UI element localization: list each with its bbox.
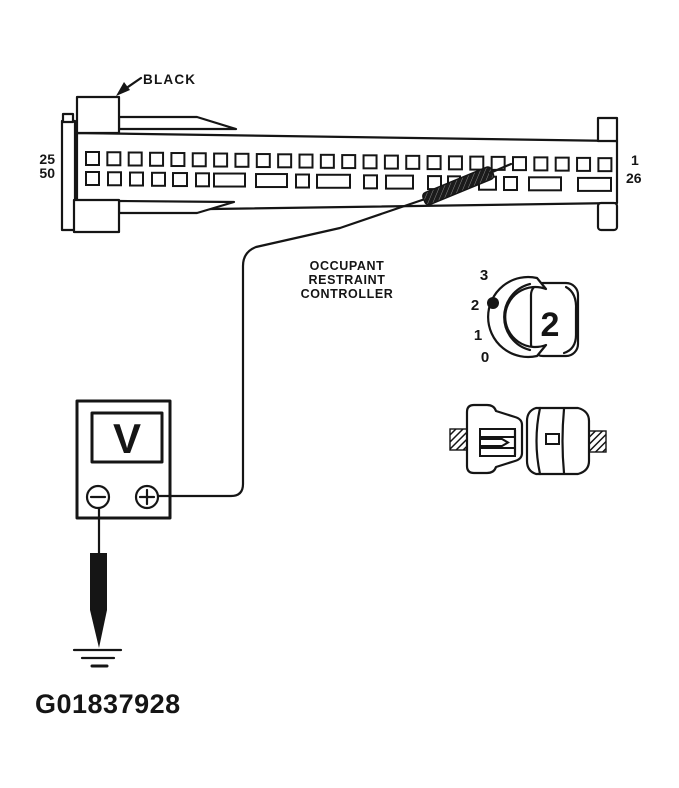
connector-left-plate-notch (61, 112, 75, 124)
pin-26-label: 26 (626, 170, 642, 186)
dial-scale-ring (487, 275, 548, 359)
connector-pin (191, 152, 207, 168)
connector-pin (316, 173, 351, 189)
connector-bottom-right-tab (596, 201, 619, 232)
connector-pin (277, 153, 293, 169)
connector-pin (255, 153, 271, 169)
connector-pin (554, 156, 570, 172)
connector-pin (85, 151, 100, 166)
inline-connector (449, 403, 607, 476)
ground-probe-icon (90, 553, 107, 648)
inline-connector-seam-1 (535, 406, 542, 476)
orc-connector (60, 95, 619, 234)
connector-pin (149, 151, 165, 167)
probe-tip (488, 162, 513, 175)
dial-scale-1: 1 (474, 327, 482, 344)
connector-pin (295, 173, 310, 189)
connector-bottom-latch (117, 199, 236, 215)
connector-pin (512, 156, 527, 172)
controller-caption-line1: OCCUPANT (310, 259, 385, 273)
connector-pin (341, 154, 357, 170)
connector-pin (213, 172, 246, 188)
ground-lead (72, 506, 123, 668)
dial-knob-edge (562, 285, 578, 355)
connector-pin (151, 171, 166, 187)
connector-pin (85, 171, 100, 186)
connector-pin (528, 176, 562, 192)
voltmeter: V (75, 399, 172, 520)
connector-pin (172, 172, 188, 188)
connector-pin (385, 174, 414, 190)
voltmeter-display-value: V (113, 415, 141, 462)
pin-row-top (85, 151, 613, 173)
pin-25-label: 25 (39, 151, 55, 167)
connector-top-right-tab (596, 116, 619, 143)
connector-pin (195, 172, 210, 188)
dial-knob-label: 2 (541, 306, 560, 344)
connector-pin (426, 155, 442, 171)
figure-code: G01837928 (35, 689, 181, 719)
connector-bottom-left-block (72, 198, 121, 234)
positive-test-lead-wire (156, 196, 430, 498)
connector-pin (129, 171, 144, 187)
ground-symbol-icon (72, 648, 123, 668)
pin-50-label: 50 (39, 165, 55, 181)
connector-pin (405, 154, 421, 170)
connector-pin (107, 171, 122, 187)
connector-pin (298, 153, 314, 169)
inline-connector-slot (545, 433, 560, 445)
connector-pin (213, 152, 229, 168)
pin-1-label: 1 (631, 152, 639, 168)
connector-pin (106, 151, 122, 167)
connector-top-latch (117, 115, 238, 131)
connector-pin (255, 173, 288, 189)
controller-caption-line3: CONTROLLER (301, 287, 394, 301)
dial-scale-3: 3 (480, 267, 488, 284)
connector-pin (127, 151, 143, 167)
connector-pin (503, 176, 518, 192)
inline-connector-right-wire-stub (588, 430, 607, 453)
connector-pin (362, 154, 378, 170)
connector-pin (234, 152, 250, 168)
connector-pin (469, 155, 485, 171)
connector-top-left-block (75, 95, 121, 135)
connector-pin (170, 152, 186, 168)
inline-connector-seam-2 (561, 407, 566, 475)
connector-pin (576, 156, 592, 172)
black-arrowhead-icon (116, 82, 130, 96)
connector-pin (597, 157, 613, 173)
plus-sign-icon (138, 488, 156, 506)
dial-indicator-dot (487, 297, 499, 309)
connector-pin (363, 174, 378, 190)
controller-caption: OCCUPANT RESTRAINT CONTROLLER (301, 259, 394, 301)
controller-caption-line2: RESTRAINT (309, 273, 386, 287)
dial-ring-inner-edge (503, 282, 532, 352)
black-label: BLACK (143, 72, 196, 87)
inline-connector-terminal (479, 428, 517, 457)
connector-pin (447, 155, 463, 171)
connector-pin (577, 176, 612, 192)
position-dial: 2 3 2 1 0 (471, 267, 580, 366)
dial-knob (529, 281, 580, 358)
connector-pin (319, 153, 335, 169)
dial-scale-2: 2 (471, 297, 479, 314)
inline-connector-left-wire-stub (449, 428, 468, 451)
voltmeter-display (90, 411, 164, 464)
connector-pin (533, 156, 549, 172)
dial-scale-0: 0 (481, 349, 489, 366)
connector-pin (383, 154, 399, 170)
